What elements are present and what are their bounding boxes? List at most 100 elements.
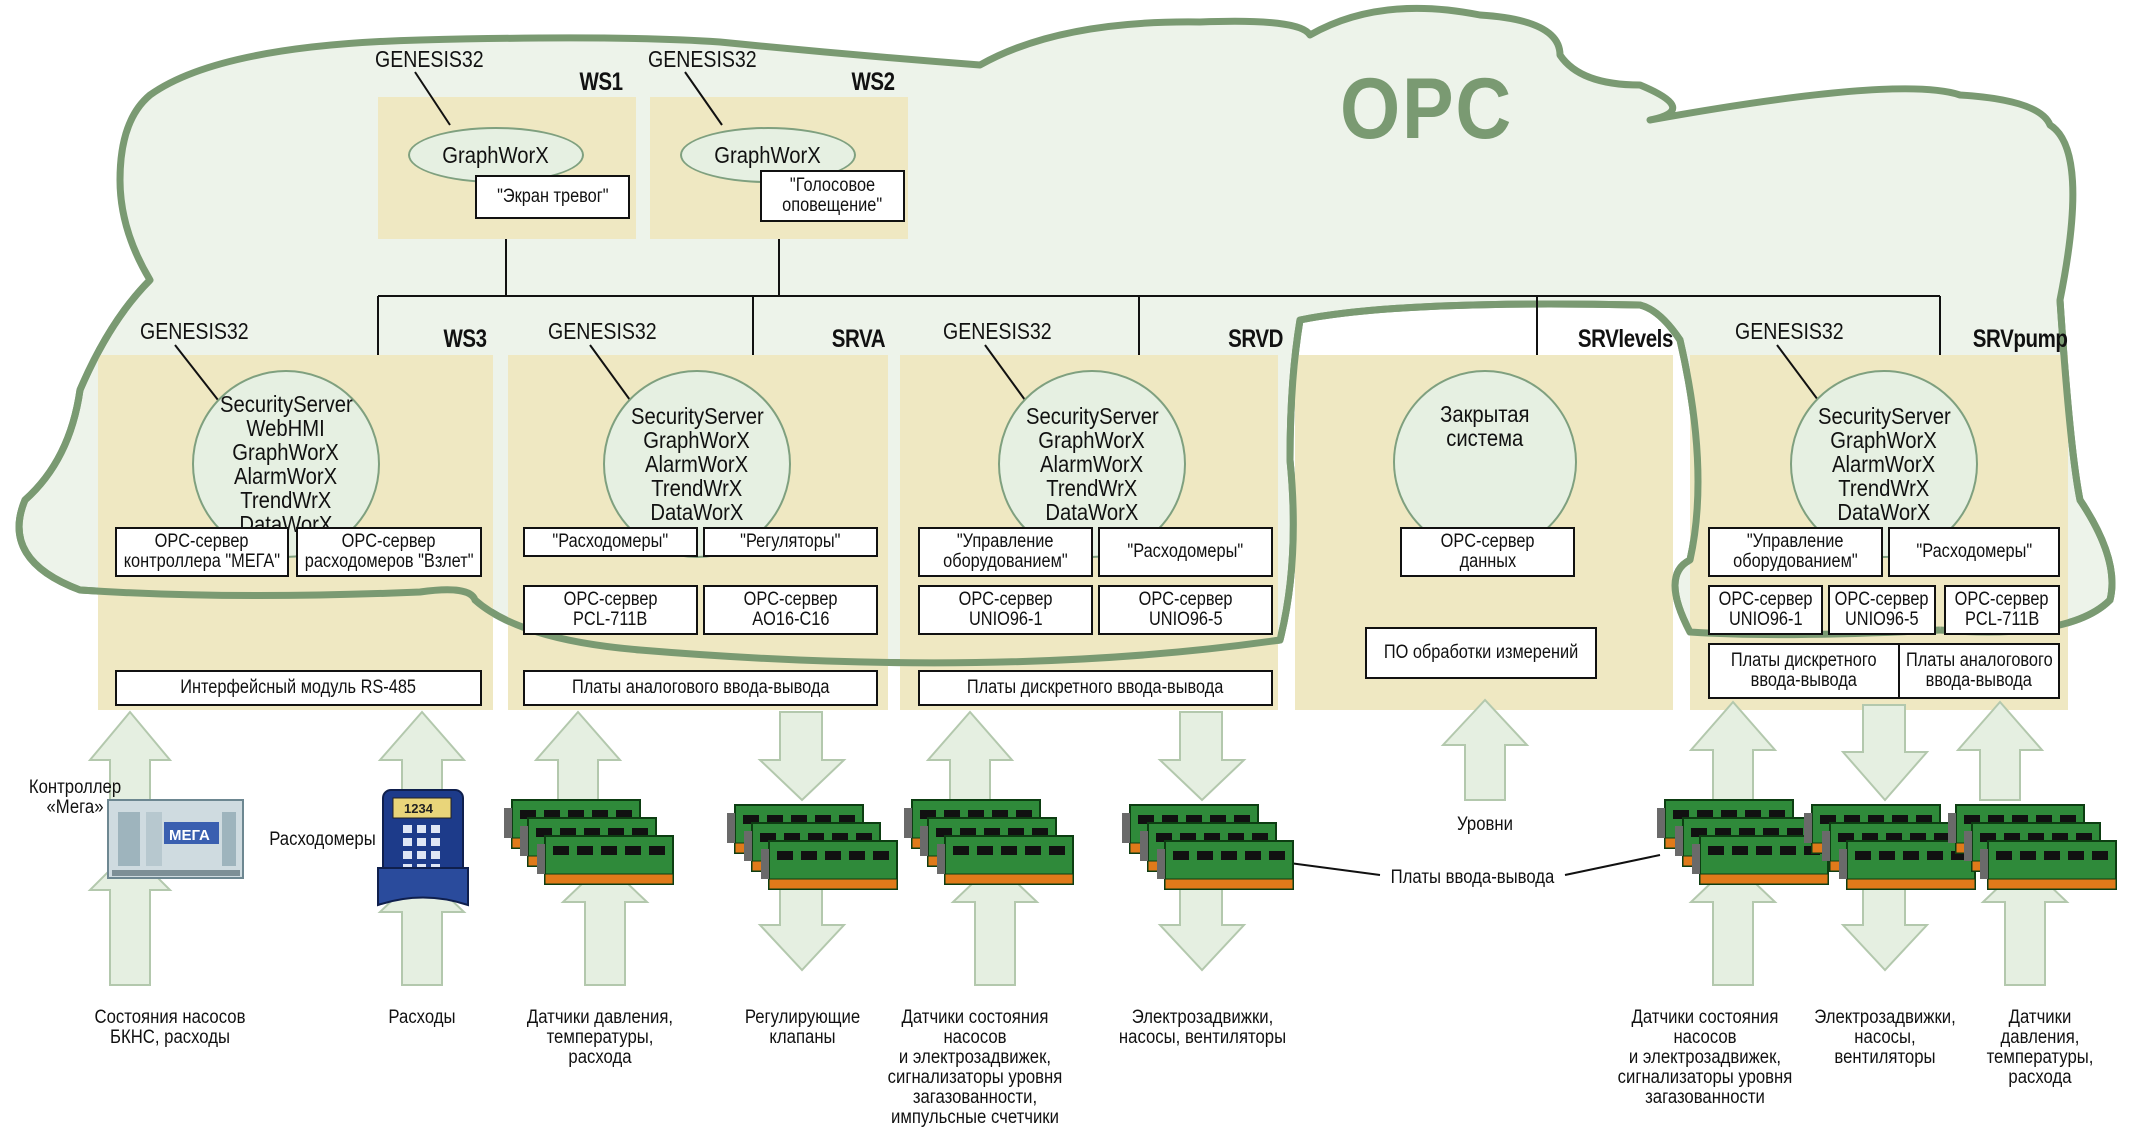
arrow-up-srva-analog-in	[560, 860, 650, 986]
caption-valves-fans: Электрозадвижки,насосы, вентиляторы	[1090, 1008, 1315, 1048]
box-line: Платы аналогового ввода-вывода	[571, 677, 830, 698]
caption-line: загазованности	[1645, 1087, 1765, 1108]
arrow-up-srvd-in	[950, 860, 1040, 986]
arrow-down-srva-valves	[757, 879, 847, 972]
caption-valves-pumps-fans: Электрозадвижки,насосы,вентиляторы	[1795, 1008, 1975, 1068]
srvd-title: SRVD	[1228, 325, 1283, 353]
caption-line: насосы, вентиляторы	[1118, 1027, 1287, 1048]
srvpump-app-circle: SecurityServer GraphWorX AlarmWorX Trend…	[1790, 370, 1978, 558]
arrow-up-srvpump-analog-in	[1980, 860, 2070, 986]
caption-line: Датчики	[2008, 1007, 2072, 1028]
ws2-box-line: "Голосовое	[789, 175, 876, 196]
caption-line: Электрозадвижки,	[1131, 1007, 1274, 1028]
io-boards-srva-out	[726, 804, 898, 890]
box-line: данных	[1459, 551, 1516, 572]
box-line: ввода-вывода	[1925, 670, 2033, 691]
arrow-down-srvd-out	[1157, 711, 1247, 802]
box-line: PCL-711B	[573, 609, 648, 630]
controller-label: Контроллер «Мега»	[20, 778, 130, 818]
caption-line: импульсные счетчики	[891, 1107, 1059, 1128]
ws2-app-label: GraphWorX	[714, 141, 822, 168]
caption-line: и электрозадвижек,	[898, 1047, 1052, 1068]
arrow-down-srva-out	[757, 711, 847, 802]
app-label: SecurityServer	[630, 403, 764, 429]
ws1-box-label: "Экран тревог"	[496, 186, 609, 207]
app-label: Закрытая	[1440, 401, 1530, 427]
app-label: GraphWorX	[1038, 427, 1146, 453]
caption-line: сигнализаторы уровня	[887, 1067, 1063, 1088]
box-line: OPC-сервер	[743, 589, 838, 610]
caption-line: Электрозадвижки,	[1814, 1007, 1956, 1028]
app-label: DataWorX	[1045, 499, 1139, 525]
app-label: AlarmWorX	[645, 451, 749, 477]
box-line: Платы дискретного ввода-вывода	[967, 677, 1224, 698]
caption-pressure-sensors: Датчики давления,температуры,расхода	[505, 1008, 695, 1068]
caption-line: насосов	[1673, 1027, 1737, 1048]
caption-line: насосов	[943, 1027, 1007, 1048]
io-boards-label: Платы ввода-вывода	[1375, 868, 1570, 888]
genesis-label-ws3: GENESIS32	[140, 318, 249, 344]
caption-line: температуры,	[1986, 1047, 2094, 1068]
app-label: SecurityServer	[1025, 403, 1159, 429]
box-line: OPC-сервер	[958, 589, 1053, 610]
caption-line: «Мега»	[46, 797, 104, 818]
caption-line: сигнализаторы уровня	[1617, 1067, 1793, 1088]
box-line: UNIO96-5	[1148, 609, 1223, 630]
app-label: TrendWrX	[1838, 475, 1930, 501]
arrow-up-levels	[1440, 698, 1530, 801]
caption-line: расхода	[2008, 1067, 2072, 1088]
app-label: TrendWrX	[1046, 475, 1138, 501]
arrow-up-ws3-flow	[377, 710, 467, 801]
box-line: OPC-сервер	[1835, 589, 1929, 610]
srva-regulators-box: "Регуляторы"	[703, 527, 878, 557]
box-line: "Управление	[1747, 531, 1844, 552]
box-line: расходомеров "Взлет"	[304, 551, 474, 572]
box-line: Платы дискретного	[1731, 650, 1877, 671]
box-line: ввода-вывода	[1750, 670, 1858, 691]
caption-line: Расходы	[388, 1007, 456, 1028]
app-label: GraphWorX	[643, 427, 751, 453]
srvd-flowmeters-box: "Расходомеры"	[1098, 527, 1273, 577]
arrow-down-srvd-valves	[1157, 879, 1247, 972]
box-line: UNIO96-1	[968, 609, 1043, 630]
flowmeter-device	[377, 789, 469, 907]
app-label: SecurityServer	[219, 391, 353, 417]
caption-line: Уровни	[1457, 814, 1513, 835]
ws3-rs485-box: Интерфейсный модуль RS-485	[115, 670, 482, 706]
mega-logo: МЕГА	[169, 827, 210, 844]
caption-line: БКНС, расходы	[109, 1027, 230, 1048]
caption-line: Датчики давления,	[526, 1007, 674, 1028]
box-line: Интерфейсный модуль RS-485	[180, 677, 417, 698]
caption-line: клапаны	[769, 1027, 836, 1048]
caption-line: температуры,	[546, 1027, 654, 1048]
io-boards-srvd-in	[903, 799, 1074, 885]
genesis-label-ws2: GENESIS32	[648, 46, 757, 72]
box-line: "Регуляторы"	[740, 531, 841, 552]
io-boards-srva-in	[503, 799, 674, 885]
opc-label: OPC	[1340, 61, 1514, 157]
srva-analog-boards-box: Платы аналогового ввода-вывода	[523, 670, 878, 706]
box-line: Платы аналогового	[1905, 650, 2053, 671]
arrow-down-srvpump-out	[1840, 704, 1930, 802]
arrow-up-srvpump-analog	[1955, 700, 2045, 801]
caption-line: загазованности,	[912, 1087, 1038, 1108]
box-line: контроллера "МЕГА"	[123, 551, 281, 572]
caption-line: Расходомеры	[269, 829, 376, 850]
box-line: UNIO96-5	[1845, 609, 1919, 630]
genesis-label-srvpump: GENESIS32	[1735, 318, 1844, 344]
